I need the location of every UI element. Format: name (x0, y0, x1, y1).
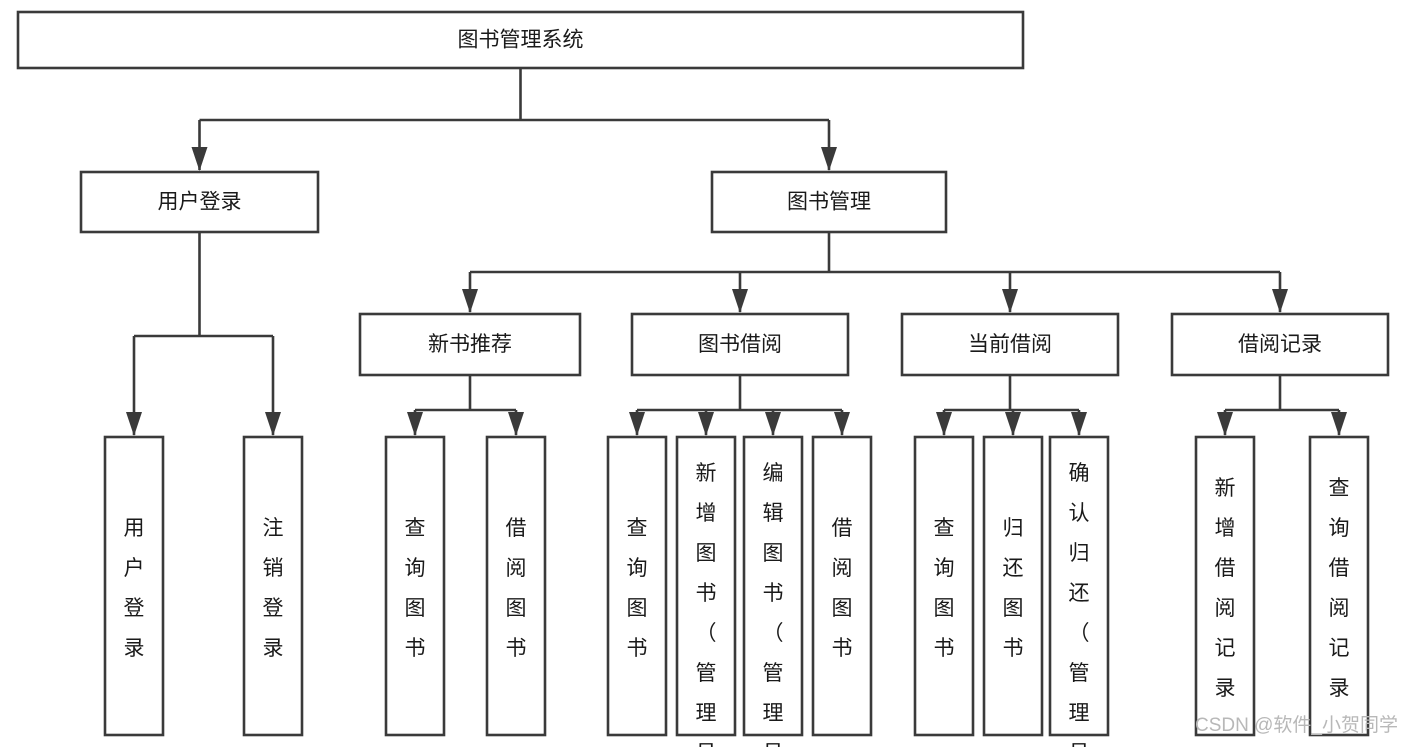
node-box[interactable] (485, 435, 547, 737)
node-leaf-borrow-book[interactable]: 借阅图书 (811, 435, 873, 737)
node-leaf-borrow-book-rec[interactable]: 借阅图书 (485, 435, 547, 737)
node-label: 编辑图书（管理员） (763, 462, 784, 747)
node-borrow-record[interactable]: 借阅记录 (1170, 312, 1390, 377)
node-book-borrow[interactable]: 图书借阅 (630, 312, 850, 377)
node-new-book-rec[interactable]: 新书推荐 (358, 312, 582, 377)
arrow-head-icon (508, 412, 524, 436)
node-box[interactable] (384, 435, 446, 737)
node-label: 新增图书（管理员） (696, 462, 717, 747)
node-label: 当前借阅 (968, 333, 1052, 356)
arrow-head-icon (191, 147, 208, 171)
node-box[interactable] (606, 435, 668, 737)
node-leaf-query-record[interactable]: 查询借阅记录 (1308, 435, 1370, 737)
arrow-head-icon (1005, 412, 1021, 436)
node-box[interactable] (79, 170, 320, 234)
node-label: 确认归还（管理员） (1069, 462, 1090, 747)
node-label: 图书借阅 (698, 333, 782, 356)
arrow-head-icon (1071, 412, 1087, 436)
arrow-head-icon (1002, 289, 1018, 313)
node-box[interactable] (811, 435, 873, 737)
node-current-borrow[interactable]: 当前借阅 (900, 312, 1120, 377)
node-leaf-add-record[interactable]: 新增借阅记录 (1194, 435, 1256, 737)
arrow-head-icon (1217, 412, 1233, 436)
node-box[interactable] (675, 435, 737, 737)
node-leaf-return-book[interactable]: 归还图书 (982, 435, 1044, 737)
node-label: 新增借阅记录 (1215, 477, 1236, 700)
node-label: 用户登录 (158, 191, 242, 214)
node-label: 借阅图书 (506, 517, 527, 660)
arrow-head-icon (629, 412, 645, 436)
arrow-head-icon (732, 289, 748, 313)
node-label: 查询图书 (405, 517, 426, 660)
node-box[interactable] (1308, 435, 1370, 737)
node-box[interactable] (900, 312, 1120, 377)
node-leaf-query-book-rec[interactable]: 查询图书 (384, 435, 446, 737)
node-label: 借阅记录 (1238, 333, 1322, 356)
node-label: 图书管理 (787, 191, 871, 214)
node-leaf-confirm-return[interactable]: 确认归还（管理员） (1048, 435, 1110, 747)
node-box[interactable] (16, 10, 1025, 70)
node-leaf-edit-book[interactable]: 编辑图书（管理员） (742, 435, 804, 747)
arrow-head-icon (765, 412, 781, 436)
node-box[interactable] (1048, 435, 1110, 737)
node-box[interactable] (1194, 435, 1256, 737)
arrow-head-icon (698, 412, 714, 436)
arrow-head-icon (462, 289, 478, 313)
node-leaf-logout[interactable]: 注销登录 (242, 435, 304, 737)
arrow-head-icon (834, 412, 850, 436)
node-box[interactable] (913, 435, 975, 737)
node-box[interactable] (982, 435, 1044, 737)
csdn-watermark: CSDN @软件_小贺同学 (1195, 714, 1398, 736)
node-label: 查询图书 (934, 517, 955, 660)
arrow-head-icon (126, 412, 142, 436)
nodes-layer: 图书管理系统用户登录图书管理新书推荐图书借阅当前借阅借阅记录用户登录注销登录查询… (16, 10, 1390, 747)
node-label: 注销登录 (263, 517, 284, 660)
node-box[interactable] (358, 312, 582, 377)
arrow-head-icon (1272, 289, 1288, 313)
node-user-login[interactable]: 用户登录 (79, 170, 320, 234)
node-leaf-query-book-borrow[interactable]: 查询图书 (606, 435, 668, 737)
node-box[interactable] (742, 435, 804, 737)
node-leaf-add-book[interactable]: 新增图书（管理员） (675, 435, 737, 747)
node-root[interactable]: 图书管理系统 (16, 10, 1025, 70)
node-leaf-query-book-cur[interactable]: 查询图书 (913, 435, 975, 737)
node-box[interactable] (1170, 312, 1390, 377)
node-book-manage[interactable]: 图书管理 (710, 170, 948, 234)
node-label: 查询图书 (627, 517, 648, 660)
node-label: 新书推荐 (428, 333, 512, 356)
node-box[interactable] (103, 435, 165, 737)
node-box[interactable] (242, 435, 304, 737)
arrow-head-icon (821, 147, 837, 171)
arrow-head-icon (936, 412, 952, 436)
connectors-layer (126, 68, 1347, 436)
node-label: 图书管理系统 (458, 29, 584, 52)
arrow-head-icon (407, 412, 423, 436)
node-label: 归还图书 (1003, 517, 1024, 660)
node-label: 用户登录 (124, 517, 145, 660)
arrow-head-icon (1331, 412, 1347, 436)
node-leaf-user-login[interactable]: 用户登录 (103, 435, 165, 737)
node-box[interactable] (710, 170, 948, 234)
node-label: 借阅图书 (832, 517, 853, 660)
arrow-head-icon (265, 412, 281, 436)
node-box[interactable] (630, 312, 850, 377)
node-label: 查询借阅记录 (1329, 477, 1350, 700)
